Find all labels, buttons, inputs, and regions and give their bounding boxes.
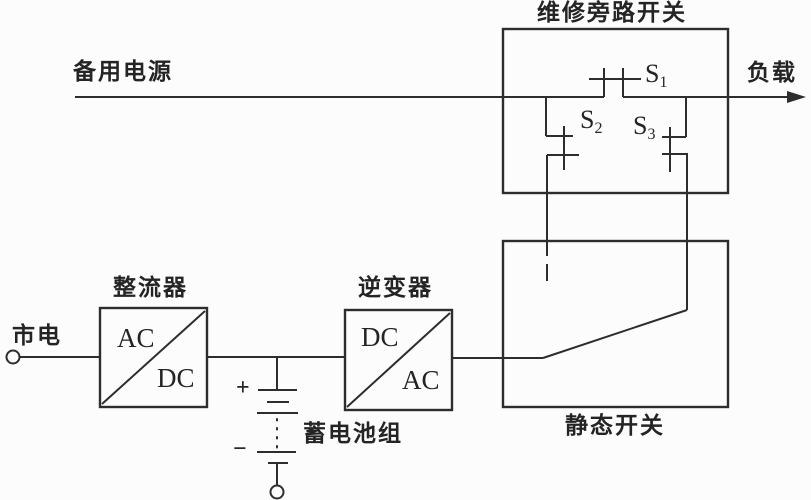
static-switch-label: 静态开关 xyxy=(565,413,665,438)
mains-terminal xyxy=(5,349,100,365)
inverter-label: 逆变器 xyxy=(358,275,433,300)
inverter-block xyxy=(343,308,454,412)
bypass-switch-box xyxy=(501,27,730,195)
switch-s3-symbol xyxy=(662,97,688,172)
inverter-input-text: DC xyxy=(361,322,399,352)
static-switch-box xyxy=(501,239,730,409)
inverter-output-text: AC xyxy=(402,365,440,395)
s2-base: S xyxy=(580,105,595,134)
load-label: 负载 xyxy=(747,60,797,85)
rectifier-output-text: DC xyxy=(157,363,195,393)
s1-subscript: 1 xyxy=(659,74,668,91)
s3-subscript: 3 xyxy=(647,126,656,143)
backup-power-label: 备用电源 xyxy=(73,59,173,84)
battery-plus-sign: + xyxy=(236,375,250,401)
s1-base: S xyxy=(645,59,660,88)
switch-s3-label: S3 xyxy=(633,111,656,143)
switch-s1-symbol xyxy=(589,68,641,97)
mains-label: 市电 xyxy=(12,323,62,348)
battery-minus-sign: − xyxy=(233,436,247,462)
battery-terminal xyxy=(269,484,285,500)
switch-s2-symbol xyxy=(545,97,579,170)
bypass-box-title: 维修旁路开关 xyxy=(537,0,687,25)
s3-base: S xyxy=(633,111,648,140)
rectifier-label: 整流器 xyxy=(113,275,188,300)
s2-subscript: 2 xyxy=(594,120,603,137)
static-switch-blade-path xyxy=(452,154,688,359)
switch-s1-label: S1 xyxy=(645,59,668,91)
battery-symbol xyxy=(257,357,298,500)
main-power-line xyxy=(75,91,806,103)
rectifier-input-text: AC xyxy=(117,323,155,353)
load-arrowhead xyxy=(787,91,806,103)
battery-bank-label: 蓄电池组 xyxy=(303,421,403,446)
switch-s2-label: S2 xyxy=(580,105,603,137)
